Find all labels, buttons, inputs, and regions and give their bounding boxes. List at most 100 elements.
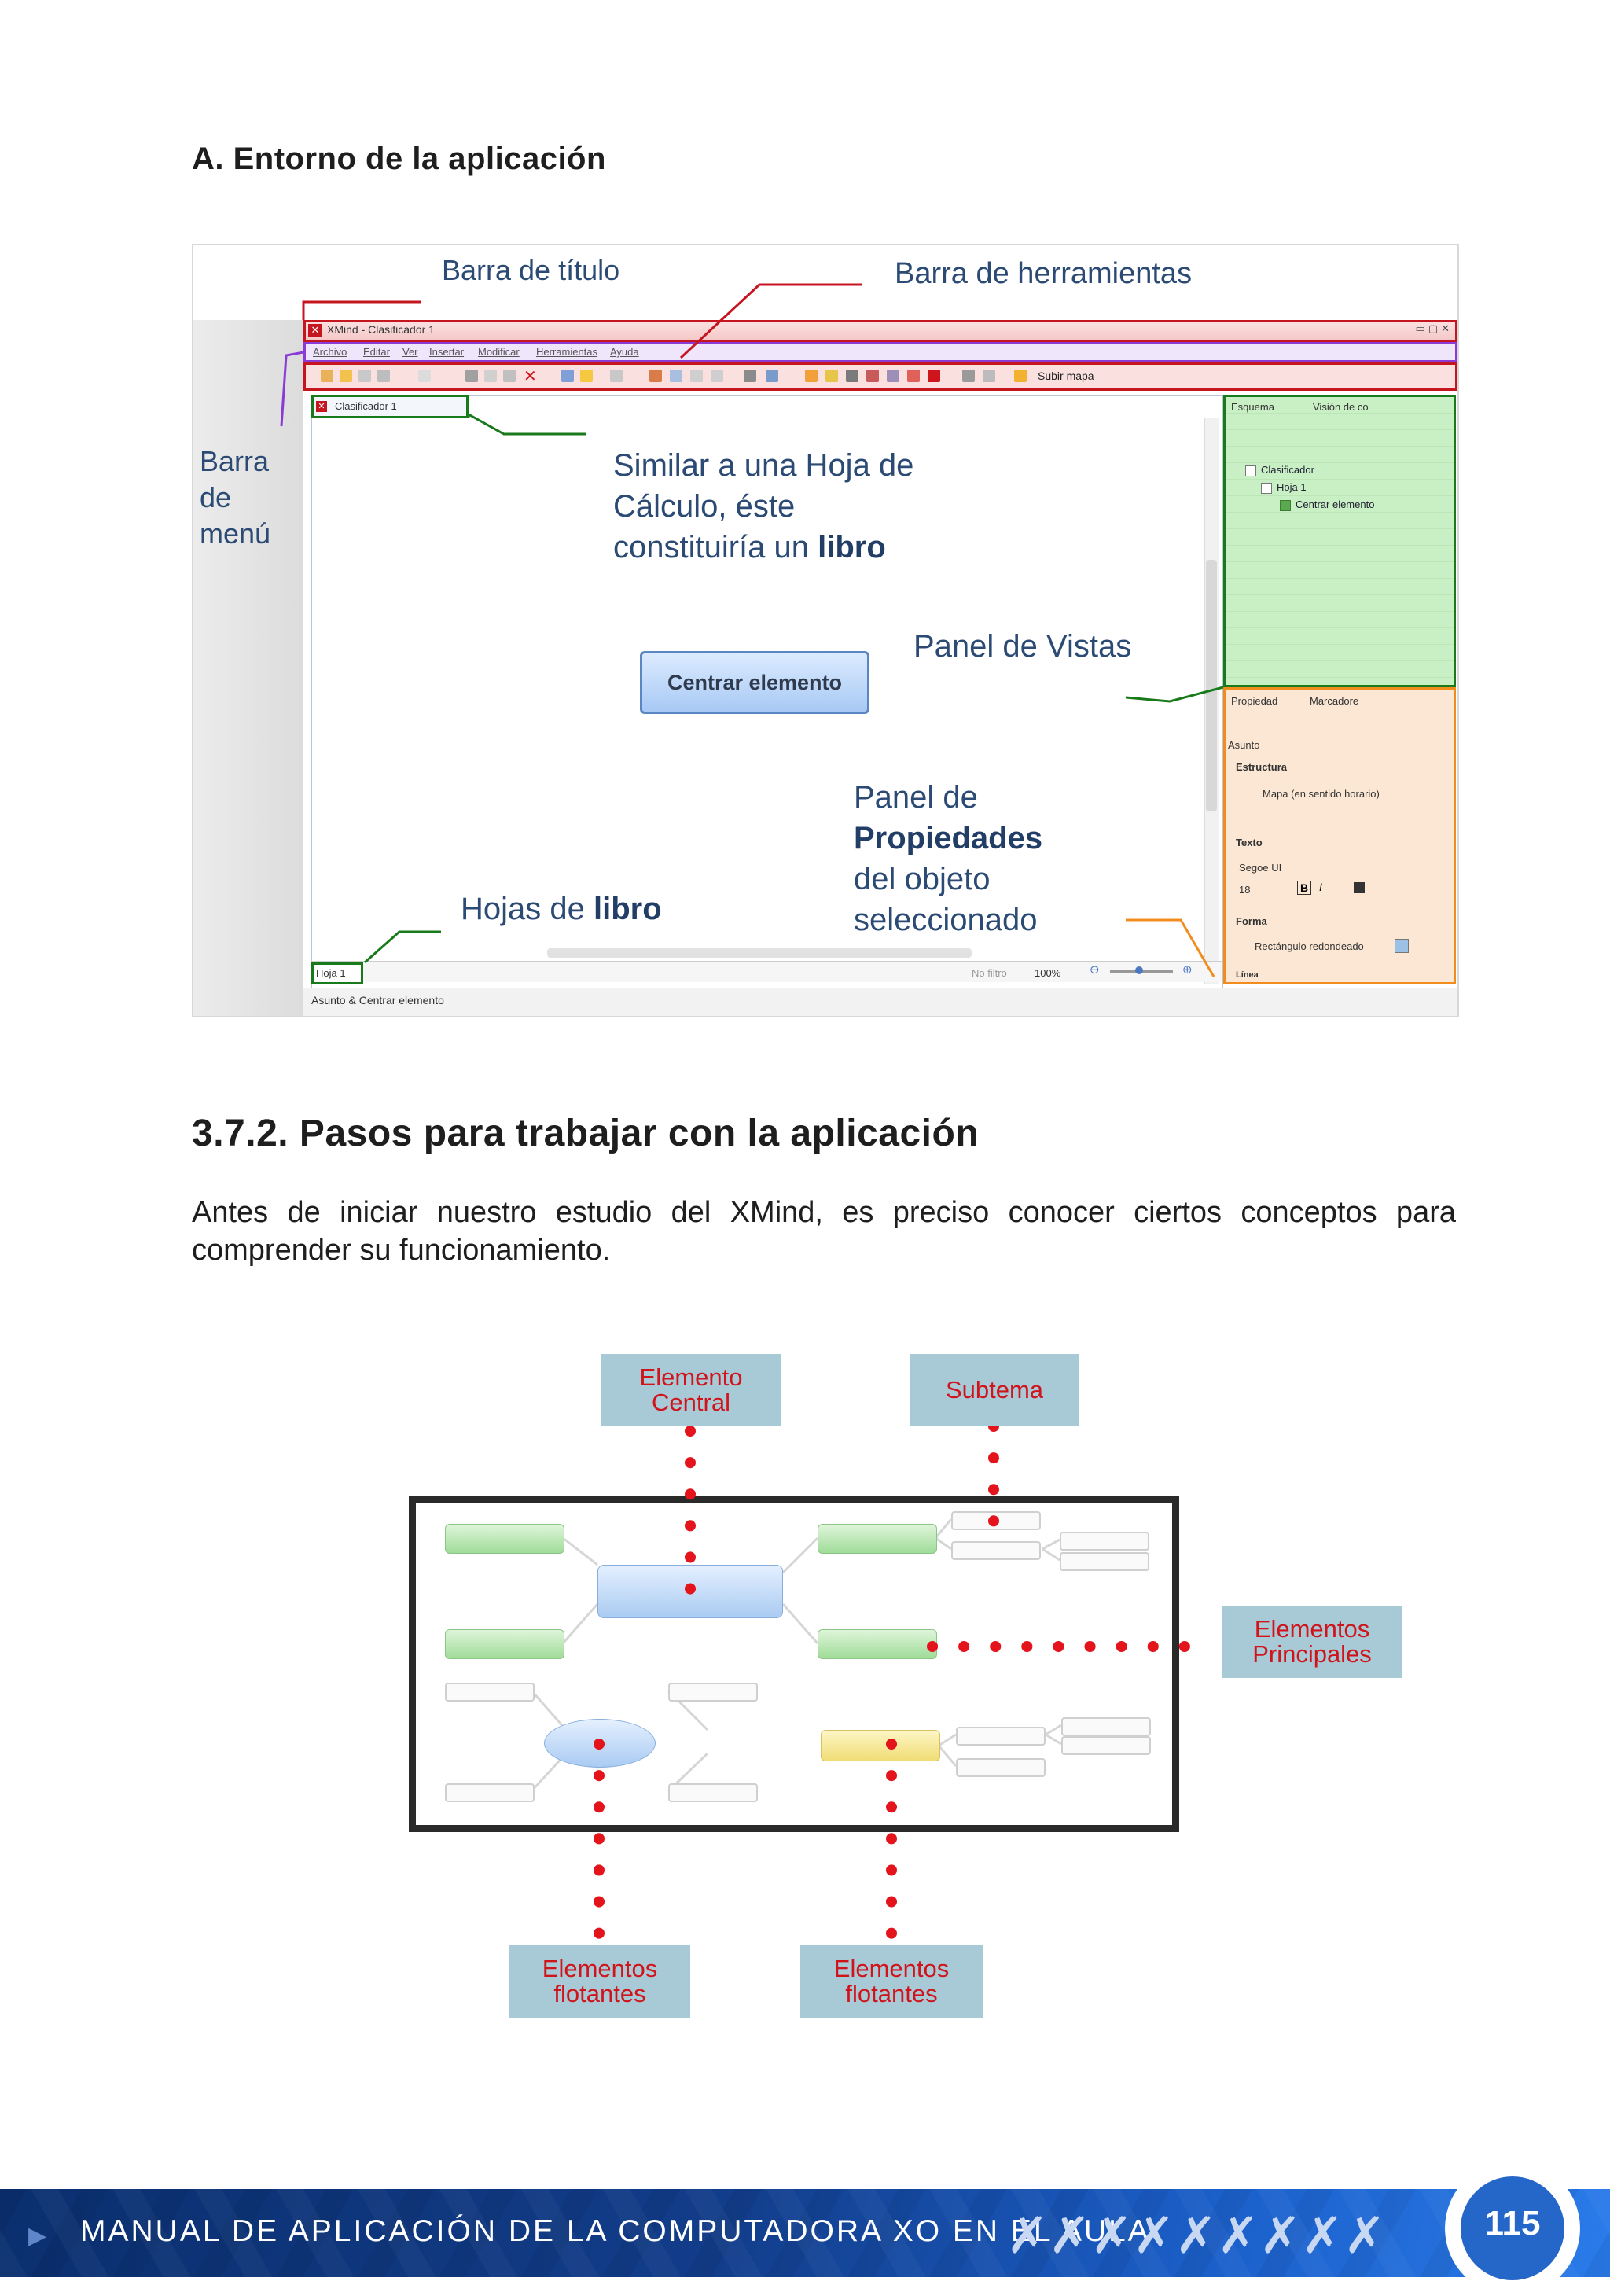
undo-icon[interactable] bbox=[418, 370, 431, 382]
label-line: Elementos bbox=[1254, 1615, 1370, 1643]
callout-line: del objeto bbox=[854, 862, 991, 896]
floating-subtopic-node bbox=[445, 1683, 535, 1702]
summary-icon[interactable] bbox=[711, 370, 723, 382]
callout-line: de bbox=[200, 481, 232, 513]
prop-estructura-head[interactable]: Estructura bbox=[1236, 761, 1288, 773]
tab-vision[interactable]: Visión de co bbox=[1313, 401, 1369, 413]
stop-icon[interactable] bbox=[928, 370, 940, 382]
subtopic-icon[interactable] bbox=[649, 370, 662, 382]
print-icon[interactable] bbox=[377, 370, 390, 382]
callout-icon[interactable] bbox=[690, 370, 703, 382]
prop-estructura-value[interactable]: Mapa (en sentido horario) bbox=[1263, 788, 1380, 800]
toolbar-subir-mapa[interactable]: Subir mapa bbox=[1038, 370, 1094, 382]
label-line: Principales bbox=[1252, 1640, 1372, 1668]
delete-icon[interactable]: ✕ bbox=[524, 368, 537, 385]
main-topic-node bbox=[445, 1629, 564, 1659]
tree-item-root[interactable]: Clasificador bbox=[1245, 464, 1314, 476]
boundary-icon[interactable] bbox=[866, 370, 879, 382]
relation-icon[interactable] bbox=[887, 370, 899, 382]
floating-icon[interactable] bbox=[670, 370, 682, 382]
callout-bold: libro bbox=[818, 530, 886, 565]
menu-ver[interactable]: Ver bbox=[402, 346, 418, 358]
attach-icon[interactable] bbox=[846, 370, 858, 382]
callout-text: constituiría un bbox=[613, 530, 818, 565]
drill-down-icon[interactable] bbox=[962, 370, 975, 382]
tree-item-topic[interactable]: Centrar elemento bbox=[1280, 499, 1374, 511]
sheet-tab-label: Hoja 1 bbox=[316, 967, 346, 979]
callout-similar-hoja: Similar a una Hoja de Cálculo, éste cons… bbox=[613, 445, 913, 568]
prop-forma-head[interactable]: Forma bbox=[1236, 915, 1267, 927]
topic-icon[interactable] bbox=[561, 370, 574, 382]
zoom-out-icon[interactable]: ⊖ bbox=[1090, 963, 1100, 977]
callout-bold: libro bbox=[593, 892, 662, 926]
workbook-tab[interactable] bbox=[311, 395, 469, 418]
section-b-title: 3.7.2. Pasos para trabajar con la aplica… bbox=[192, 1113, 980, 1154]
tab-propiedad[interactable]: Propiedad bbox=[1231, 695, 1278, 707]
prop-texto-head[interactable]: Texto bbox=[1236, 837, 1263, 848]
page-number: 115 bbox=[1461, 2176, 1564, 2280]
save-icon[interactable] bbox=[358, 370, 371, 382]
views-panel bbox=[1223, 395, 1456, 687]
prop-linea-head[interactable]: Línea bbox=[1236, 970, 1259, 980]
sheet-icon bbox=[1261, 482, 1272, 494]
prop-font[interactable]: Segoe UI bbox=[1239, 862, 1282, 874]
callout-hojas-libro: Hojas de libro bbox=[461, 889, 662, 929]
paste-icon[interactable] bbox=[503, 370, 516, 382]
main-topic-node bbox=[818, 1524, 937, 1554]
filter-status[interactable]: No filtro bbox=[972, 967, 1007, 979]
italic-icon[interactable]: I bbox=[1319, 881, 1322, 893]
callout-line: Barra bbox=[200, 445, 270, 477]
image-icon[interactable] bbox=[766, 370, 778, 382]
tree-item-sheet[interactable]: Hoja 1 bbox=[1261, 481, 1307, 494]
callout-line: Similar a una Hoja de bbox=[613, 448, 914, 483]
window-status-text: Asunto & Centrar elemento bbox=[311, 994, 444, 1006]
title-bar bbox=[303, 320, 1457, 342]
note-icon[interactable] bbox=[825, 370, 838, 382]
copy-icon[interactable] bbox=[484, 370, 497, 382]
callout-line: constituiría un libro bbox=[613, 527, 913, 568]
menu-modificar[interactable]: Modificar bbox=[478, 346, 520, 358]
menu-ayuda[interactable]: Ayuda bbox=[610, 346, 639, 358]
central-topic-node[interactable]: Centrar elemento bbox=[640, 651, 869, 714]
tab-marcadores[interactable]: Marcadore bbox=[1310, 695, 1359, 707]
menu-insertar[interactable]: Insertar bbox=[429, 346, 465, 358]
structure-icon[interactable] bbox=[610, 370, 623, 382]
idea-icon[interactable] bbox=[580, 370, 593, 382]
marker-icon[interactable] bbox=[805, 370, 818, 382]
label-line: flotantes bbox=[553, 1980, 646, 2007]
tool-bar bbox=[303, 362, 1457, 391]
sheet-tab-hoja1[interactable] bbox=[311, 962, 363, 984]
vertical-scroll-thumb[interactable] bbox=[1206, 560, 1217, 811]
open-icon[interactable] bbox=[340, 370, 352, 382]
floating-subtopic-node bbox=[956, 1758, 1046, 1777]
link-icon[interactable] bbox=[744, 370, 756, 382]
menu-herramientas[interactable]: Herramientas bbox=[536, 346, 598, 358]
text-color-icon[interactable] bbox=[1354, 882, 1365, 893]
zoom-slider-handle[interactable] bbox=[1135, 966, 1143, 974]
menu-editar[interactable]: Editar bbox=[363, 346, 390, 358]
up-map-icon[interactable] bbox=[1014, 370, 1027, 382]
prop-forma-value[interactable]: Rectángulo redondeado bbox=[1255, 940, 1364, 952]
callout-line: Panel de bbox=[854, 780, 978, 815]
floating-topic-node bbox=[821, 1730, 940, 1761]
floating-subtopic-node bbox=[1061, 1736, 1151, 1755]
drill-up-icon[interactable] bbox=[983, 370, 995, 382]
zoom-level[interactable]: 100% bbox=[1035, 967, 1061, 979]
play-icon: ▶ bbox=[28, 2223, 47, 2249]
footer-band bbox=[0, 2189, 1610, 2277]
horizontal-scrollbar[interactable] bbox=[547, 948, 972, 958]
bold-icon[interactable]: B bbox=[1297, 881, 1312, 895]
style-icon[interactable] bbox=[907, 370, 920, 382]
callout-barra-titulo: Barra de título bbox=[442, 254, 620, 286]
fill-color-icon[interactable] bbox=[1395, 939, 1409, 953]
menu-archivo[interactable]: Archivo bbox=[313, 346, 347, 358]
tab-esquema[interactable]: Esquema bbox=[1231, 401, 1274, 413]
new-icon[interactable] bbox=[321, 370, 333, 382]
cut-icon[interactable] bbox=[465, 370, 478, 382]
prop-size[interactable]: 18 bbox=[1239, 884, 1251, 896]
zoom-in-icon[interactable]: ⊕ bbox=[1182, 963, 1193, 977]
window-controls-icon[interactable]: ▭▢✕ bbox=[1415, 322, 1453, 334]
